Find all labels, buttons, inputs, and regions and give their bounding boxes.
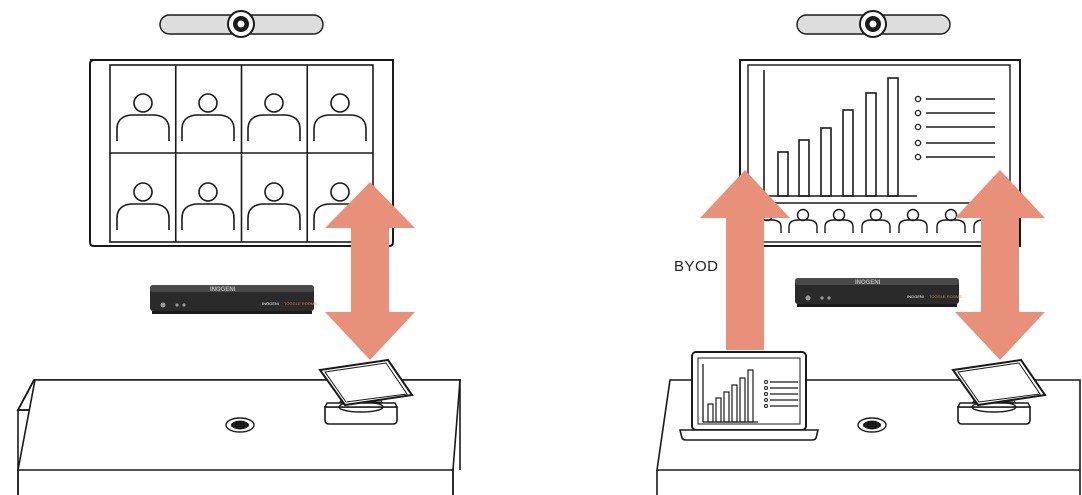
- laptop-byod: [680, 352, 818, 440]
- device-brand: INOGENI: [262, 301, 279, 306]
- ceiling-mic-puck-right: [858, 418, 886, 432]
- inogeni-device-right: INOGENI INOGENI TOGGLE ROOMS: [795, 278, 962, 307]
- device-logo: INOGENI: [855, 280, 881, 286]
- device-brand: INOGENI: [907, 294, 924, 299]
- camera-bar-left: [160, 11, 323, 37]
- presentation-display: [740, 60, 1020, 246]
- inogeni-device-left: INOGENI INOGENI TOGGLE ROOMS: [150, 285, 317, 314]
- device-model: TOGGLE ROOMS: [929, 294, 962, 299]
- byod-label: BYOD: [674, 258, 719, 275]
- camera-bar-right: [797, 11, 950, 37]
- ceiling-mic-puck-left: [226, 418, 254, 432]
- device-model: TOGGLE ROOMS: [284, 301, 317, 306]
- device-logo: INOGENI: [210, 287, 236, 293]
